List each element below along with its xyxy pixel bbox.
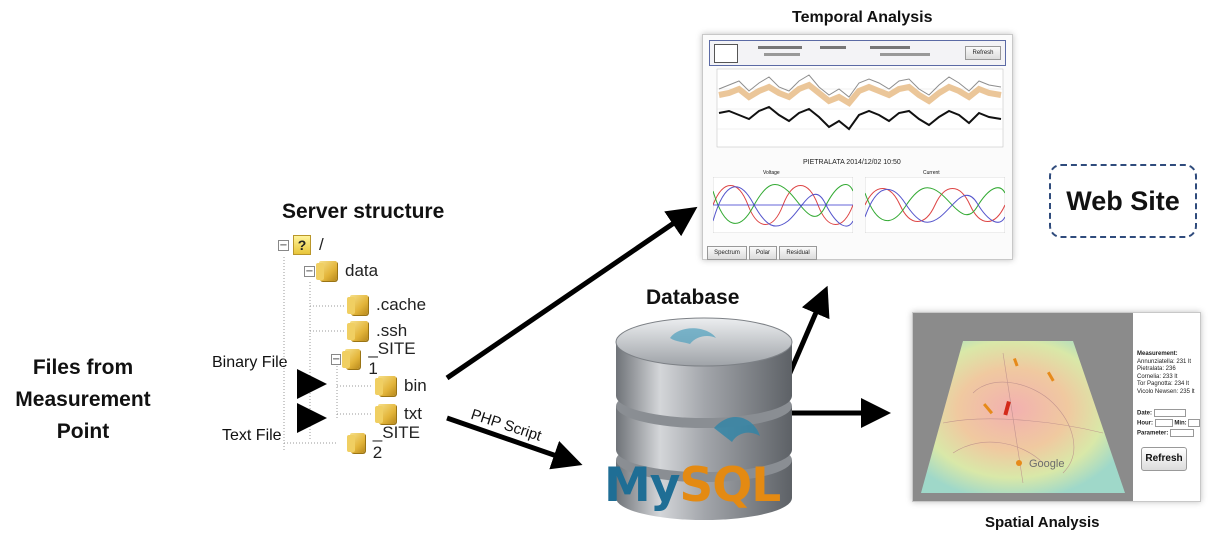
mysql-logo: MySQL [604,458,781,513]
collapse-icon[interactable]: − [278,239,289,251]
tree-node-label: txt [404,404,422,423]
tree-node-label: data [345,261,379,280]
voltage-subplot-title: Voltage [763,170,780,176]
source-label-line: Point [56,420,110,443]
measurement-heading: Measurement: [1137,351,1178,357]
hour-row: Hour: Min: [1137,419,1201,428]
tree-node-site2[interactable]: _SITE 2 [347,423,423,462]
website-box: Web Site [1049,164,1197,238]
folder-icon [375,376,396,396]
folder-icon [316,261,337,281]
collapse-icon[interactable]: − [304,265,315,277]
tab-spectrum[interactable]: Spectrum [707,246,747,260]
current-subplot-title: Current [923,170,940,176]
min-label: Min: [1174,420,1187,427]
tree-node-txt[interactable]: txt [375,401,422,427]
spatial-refresh-button[interactable]: Refresh [1141,447,1187,471]
map-brand: Google [1029,458,1065,470]
series-upper-line [718,74,1002,98]
database-icon [615,317,793,520]
map-marker [1013,357,1019,367]
temporal-title: Temporal Analysis [792,9,933,26]
mysql-logo-sql: SQL [679,458,781,513]
folder-icon [375,404,396,424]
tab-residual[interactable]: Residual [779,246,817,260]
header-field [820,46,846,49]
series-lower-line [718,105,1002,131]
folder-icon [347,321,368,341]
tree-node-bin[interactable]: bin [375,373,427,399]
php-script-arrow [446,415,583,470]
date-label: Date: [1137,410,1153,417]
parameter-label: Parameter: [1137,430,1169,437]
series-upper-band [718,81,1002,107]
map-marker [1003,401,1011,416]
voltage-subplot [713,177,853,233]
map-marker [1016,460,1022,466]
tree-node-label: _SITE 2 [372,423,421,462]
tree-node-site1[interactable]: − _SITE 1 [331,339,419,378]
to-temporal-arrow [445,206,698,381]
database-title: Database [646,286,740,309]
tree-node-label: .cache [376,295,427,314]
spatial-screenshot: Google Measurement: Annunziatella: 231 l… [912,312,1201,502]
min-select[interactable] [1188,419,1201,427]
temporal-screenshot: Refresh PIETRALATA 2014/12/02 10:50 Volt… [702,34,1013,260]
station-title: PIETRALATA 2014/12/02 10:50 [803,159,901,166]
measurement-line: Annunziatella: 231 lt [1137,358,1192,365]
date-input[interactable] [1153,409,1186,417]
date-row: Date: [1137,409,1186,418]
tree-node-ssh[interactable]: .ssh [347,318,408,344]
tab-polar[interactable]: Polar [749,246,777,260]
parameter-select[interactable] [1170,429,1195,437]
binary-file-label: Binary File [212,354,288,371]
spatial-title: Spatial Analysis [985,514,1100,531]
source-label-line: Files from [32,356,134,379]
parameter-row: Parameter: [1137,429,1195,438]
map-marker [1047,371,1055,382]
header-field [758,46,802,49]
folder-icon [347,295,368,315]
tree-node-label: .ssh [376,321,408,340]
tree-node-root[interactable]: − ? / [278,232,324,258]
server-title: Server structure [282,200,445,223]
map-area [921,341,1125,493]
header-field [870,46,910,49]
measurement-line: Tor Pagnotta: 234 lt [1137,381,1190,387]
question-icon: ? [293,235,311,255]
tree-node-data[interactable]: − data [304,258,378,284]
heat-map [913,313,1133,501]
current-subplot [865,177,1005,233]
hour-select[interactable] [1154,419,1173,427]
header-field [764,53,800,56]
hour-label: Hour: [1137,420,1153,427]
collapse-icon[interactable]: − [331,353,342,365]
map-marker [983,403,994,415]
tree-node-cache[interactable]: .cache [347,292,427,318]
mysql-logo-my: My [604,458,680,513]
time-series-plot [716,68,1004,148]
measurement-line: Vicolo Newsen: 235 lt [1137,388,1195,395]
measurement-line: Cornelia: 233 lt [1137,373,1178,380]
tree-node-label: _SITE 1 [368,339,416,378]
text-file-label: Text File [222,427,282,444]
temporal-header: Refresh [709,40,1006,66]
temporal-refresh-button[interactable]: Refresh [965,46,1001,60]
website-label: Web Site [1066,185,1180,216]
header-field [880,53,930,56]
measurement-line: Pietralata: 236 [1137,366,1176,372]
logo-icon [714,44,738,63]
folder-icon [347,433,365,453]
source-label-line: Measurement [15,388,151,411]
tree-node-label: bin [404,376,427,395]
measurement-list: Measurement: Annunziatella: 231 lt Pietr… [1137,351,1197,396]
source-label: Files from Measurement Point [8,352,158,448]
tree-node-label: / [319,235,324,254]
folder-icon [342,349,361,369]
